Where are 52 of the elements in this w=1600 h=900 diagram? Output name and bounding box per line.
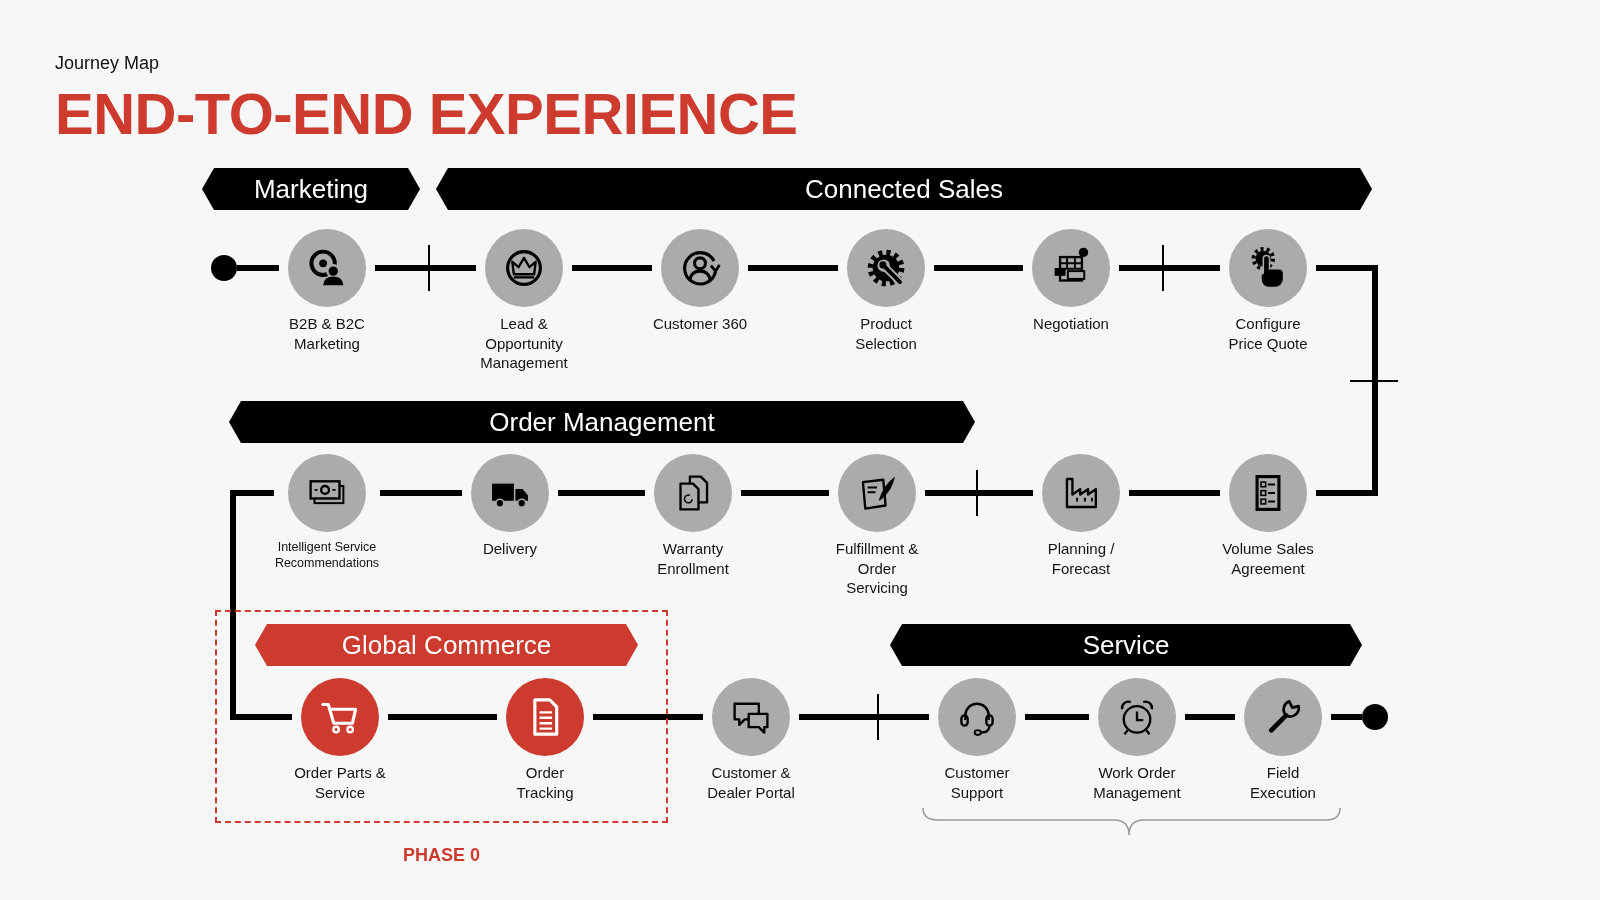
step-label: Warranty Enrollment [656,539,730,578]
banner-title: Connected Sales [805,173,1003,205]
banner-title: Marketing [253,173,369,205]
step-label: Delivery [481,539,539,559]
connector-line [1316,265,1378,496]
step-label: Lead & Opportunity Management [479,314,569,373]
title: END-TO-END EXPERIENCE [55,80,798,147]
step-label: Order Parts & Service [293,763,387,802]
banner-title: Order Management [489,406,715,438]
connector-line [380,490,462,496]
step-label: B2B & B2C Marketing [288,314,366,353]
connector-line [925,490,1033,496]
connector-line [1331,714,1362,720]
step-label: Volume Sales Agreement [1221,539,1315,578]
step-label: Order Tracking [515,763,575,802]
connector-line [934,265,1023,271]
banner-title: Global Commerce [341,629,552,661]
phase-banner [436,168,1372,210]
subheading: Journey Map [55,53,160,74]
step-label: Customer Support [943,763,1011,802]
end-dot [1362,704,1388,730]
phase-banner [202,168,420,210]
phase-label: PHASE 0 [402,845,481,866]
phase-banner [890,624,1362,666]
connector-line [237,265,279,271]
connector-line [748,265,838,271]
connector-line [1025,714,1089,720]
connector-line [1185,714,1235,720]
connector-line [1119,265,1220,271]
connector-line [572,265,652,271]
connector-line [593,714,703,720]
phase-banner [255,624,638,666]
step-label: Customer 360 [652,314,748,334]
phase-banner [229,401,975,443]
connector-line [375,265,476,271]
step-label: Configure Price Quote [1227,314,1309,353]
banner-title: Service [1082,629,1170,661]
step-label: Work Order Management [1092,763,1182,802]
connector-line [230,490,292,720]
connector-line [1129,490,1220,496]
step-label: Product Selection [854,314,918,353]
connector-line [388,714,497,720]
step-label: Field Execution [1249,763,1317,802]
step-label: Planning / Forecast [1046,539,1116,578]
step-label: Negotiation [1032,314,1110,334]
connector-line [558,490,645,496]
step-label: Fulfillment & Order Servicing [834,539,920,598]
start-dot [211,255,237,281]
step-label: Customer & Dealer Portal [706,763,796,802]
connector-line [741,490,829,496]
connector-line [799,714,929,720]
step-label: Intelligent Service Recommendations [274,539,380,572]
